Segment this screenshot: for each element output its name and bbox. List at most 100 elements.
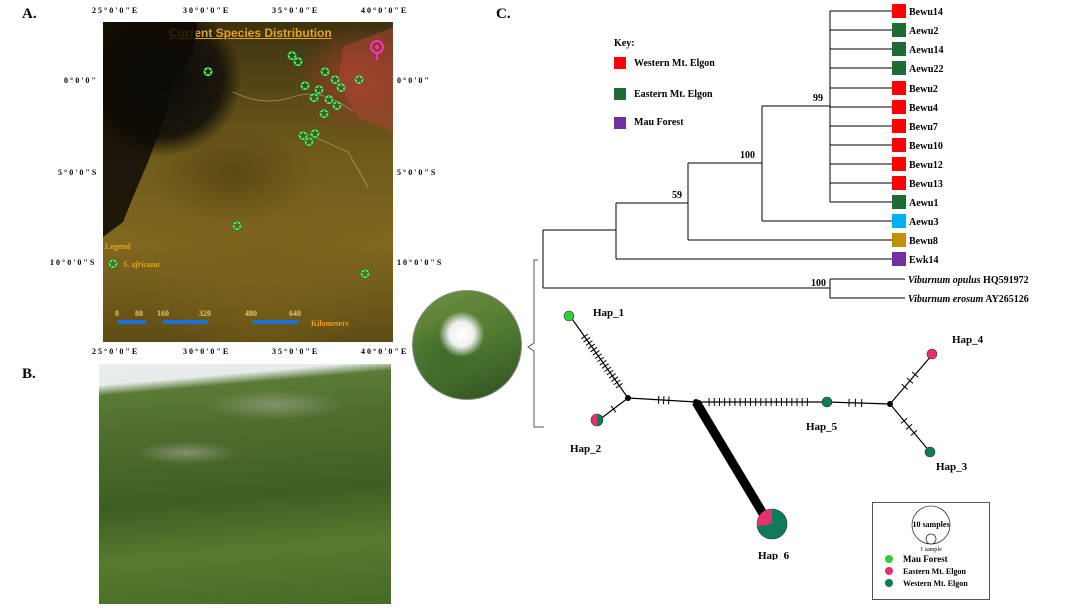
mutation-tick xyxy=(604,366,612,373)
forest-hillside-photo xyxy=(99,364,391,604)
mutation-tick xyxy=(585,340,593,346)
legend-dot-mau xyxy=(885,555,893,563)
taxon-swatch xyxy=(892,195,906,209)
taxon-label: Aewu14 xyxy=(909,45,943,56)
hap-label: Hap_1 xyxy=(593,307,624,319)
bootstrap-value: 99 xyxy=(813,93,823,104)
occurrence-star-icon: ✪ xyxy=(297,129,309,143)
network-edges xyxy=(569,315,933,453)
map-legend-title: Legend xyxy=(105,242,131,251)
scale-value: 320 xyxy=(199,309,211,318)
map-left-tick: 1 0 ° 0 ' 0 " S xyxy=(50,258,95,267)
road-line xyxy=(302,131,369,188)
legend-star-icon: ✪ xyxy=(107,257,119,271)
panel-bracket xyxy=(527,259,544,428)
species-distribution-map: Current Species Distribution ✪ ✪ ✪ ✪ ✪ ✪… xyxy=(103,22,393,342)
mutation-tick xyxy=(592,350,600,356)
legend-dot-western xyxy=(885,579,893,587)
size-small-label: 1 sample xyxy=(920,547,942,553)
taxon-label: Bewu14 xyxy=(909,7,943,18)
median-vector xyxy=(887,401,893,407)
size-small-circle xyxy=(925,533,937,545)
taxon-swatch xyxy=(892,81,906,95)
map-right-tick: 5 ° 0 ' 0 " S xyxy=(397,168,436,177)
key-label-western: Western Mt. Elgon xyxy=(634,58,715,69)
scale-value: 480 xyxy=(245,309,257,318)
mutation-tick xyxy=(606,369,614,376)
map-top-tick: 3 0 ° 0 ' 0 " E xyxy=(183,6,229,15)
key-swatch-eastern xyxy=(614,88,626,100)
mutation-tick xyxy=(906,377,914,384)
legend-graphics: 10 samples 1 sample Mau Forest Eastern M… xyxy=(885,505,968,588)
taxon-swatch xyxy=(892,23,906,37)
hap-5-node xyxy=(821,396,833,408)
key-swatch-western xyxy=(614,57,626,69)
mutation-tick xyxy=(905,423,913,430)
occurrence-star-icon: ✪ xyxy=(335,81,347,95)
map-bottom-tick: 3 0 ° 0 ' 0 " E xyxy=(183,347,229,356)
outgroup-label-1: Viburnum opulus HQ591972 xyxy=(908,275,1029,286)
mutation-tick xyxy=(601,363,609,369)
mutation-tick xyxy=(608,373,616,379)
taxa-labels: Bewu14Aewu2Aewu14Aewu22Bewu2Bewu4Bewu7Be… xyxy=(892,4,943,266)
network-legend: 10 samples 1 sample Mau Forest Eastern M… xyxy=(872,502,990,600)
bootstrap-value: 100 xyxy=(811,278,826,289)
occurrence-star-icon: ✪ xyxy=(303,135,315,149)
occurrence-star-icon: ✪ xyxy=(318,107,330,121)
hap-label: Hap_4 xyxy=(952,334,984,346)
mutation-tick xyxy=(580,333,589,340)
taxon-swatch xyxy=(892,214,906,228)
map-top-tick: 4 0 ° 0 ' 0 " E xyxy=(361,6,407,15)
occurrence-star-icon: ✪ xyxy=(202,65,214,79)
key-title: Key: xyxy=(614,38,635,49)
mutation-tick xyxy=(613,379,621,386)
taxon-swatch xyxy=(892,233,906,247)
taxon-swatch xyxy=(892,61,906,75)
key-label-eastern: Eastern Mt. Elgon xyxy=(634,89,713,100)
hap-6-node xyxy=(756,508,788,540)
mutation-tick xyxy=(583,337,591,343)
occurrence-star-icon: ✪ xyxy=(359,267,371,281)
map-right-tick: 1 0 ° 0 ' 0 " S xyxy=(397,258,442,267)
occurrence-star-icon: ✪ xyxy=(319,65,331,79)
mutation-tick xyxy=(594,353,602,359)
map-legend-species: S. africana xyxy=(123,260,160,269)
taxon-swatch xyxy=(892,119,906,133)
legend-label-eastern: Eastern Mt. Elgon xyxy=(903,567,966,576)
hap-label: Hap_5 xyxy=(806,421,838,433)
scale-bar-segment xyxy=(253,320,298,324)
haplotype-network: Hap_1 Hap_2 Hap_3 Hap_4 Hap_5 Hap_6 xyxy=(563,307,984,560)
median-vector xyxy=(625,395,631,401)
mutation-tick xyxy=(597,356,605,363)
mutation-tick xyxy=(610,405,617,413)
map-left-tick: 5 ° 0 ' 0 " S xyxy=(58,168,97,177)
taxon-swatch xyxy=(892,157,906,171)
occurrence-star-icon: ✪ xyxy=(231,219,243,233)
road-line xyxy=(232,91,354,113)
taxon-label: Aewu3 xyxy=(909,217,938,228)
taxon-swatch xyxy=(892,138,906,152)
scale-bar-segment xyxy=(118,320,146,324)
scale-value: 640 xyxy=(289,309,301,318)
panel-b-label: B. xyxy=(22,366,36,382)
mutation-ticks xyxy=(580,333,919,436)
taxon-label: Bewu10 xyxy=(909,141,943,152)
legend-dot-eastern xyxy=(885,567,893,575)
occurrence-star-icon: ✪ xyxy=(353,73,365,87)
tree-branches xyxy=(542,10,905,299)
map-bottom-tick: 2 5 ° 0 ' 0 " E xyxy=(92,347,138,356)
taxon-label: Aewu2 xyxy=(909,26,938,37)
map-right-tick: 0 ° 0 ' 0 " xyxy=(397,76,429,85)
taxon-label: Aewu1 xyxy=(909,198,938,209)
hap-3-node xyxy=(924,446,936,458)
outgroup-accession: AY265126 xyxy=(985,294,1029,305)
outgroup-accession: HQ591972 xyxy=(983,275,1029,286)
mutation-tick xyxy=(599,360,607,366)
map-bottom-tick: 3 5 ° 0 ' 0 " E xyxy=(272,347,318,356)
occurrence-star-icon: ✪ xyxy=(329,73,341,87)
taxon-label: Aewu22 xyxy=(909,64,943,75)
occurrence-star-icon: ✪ xyxy=(331,99,343,113)
mutation-tick xyxy=(901,383,909,390)
scale-value: 160 xyxy=(157,309,169,318)
lake-region xyxy=(103,22,198,237)
